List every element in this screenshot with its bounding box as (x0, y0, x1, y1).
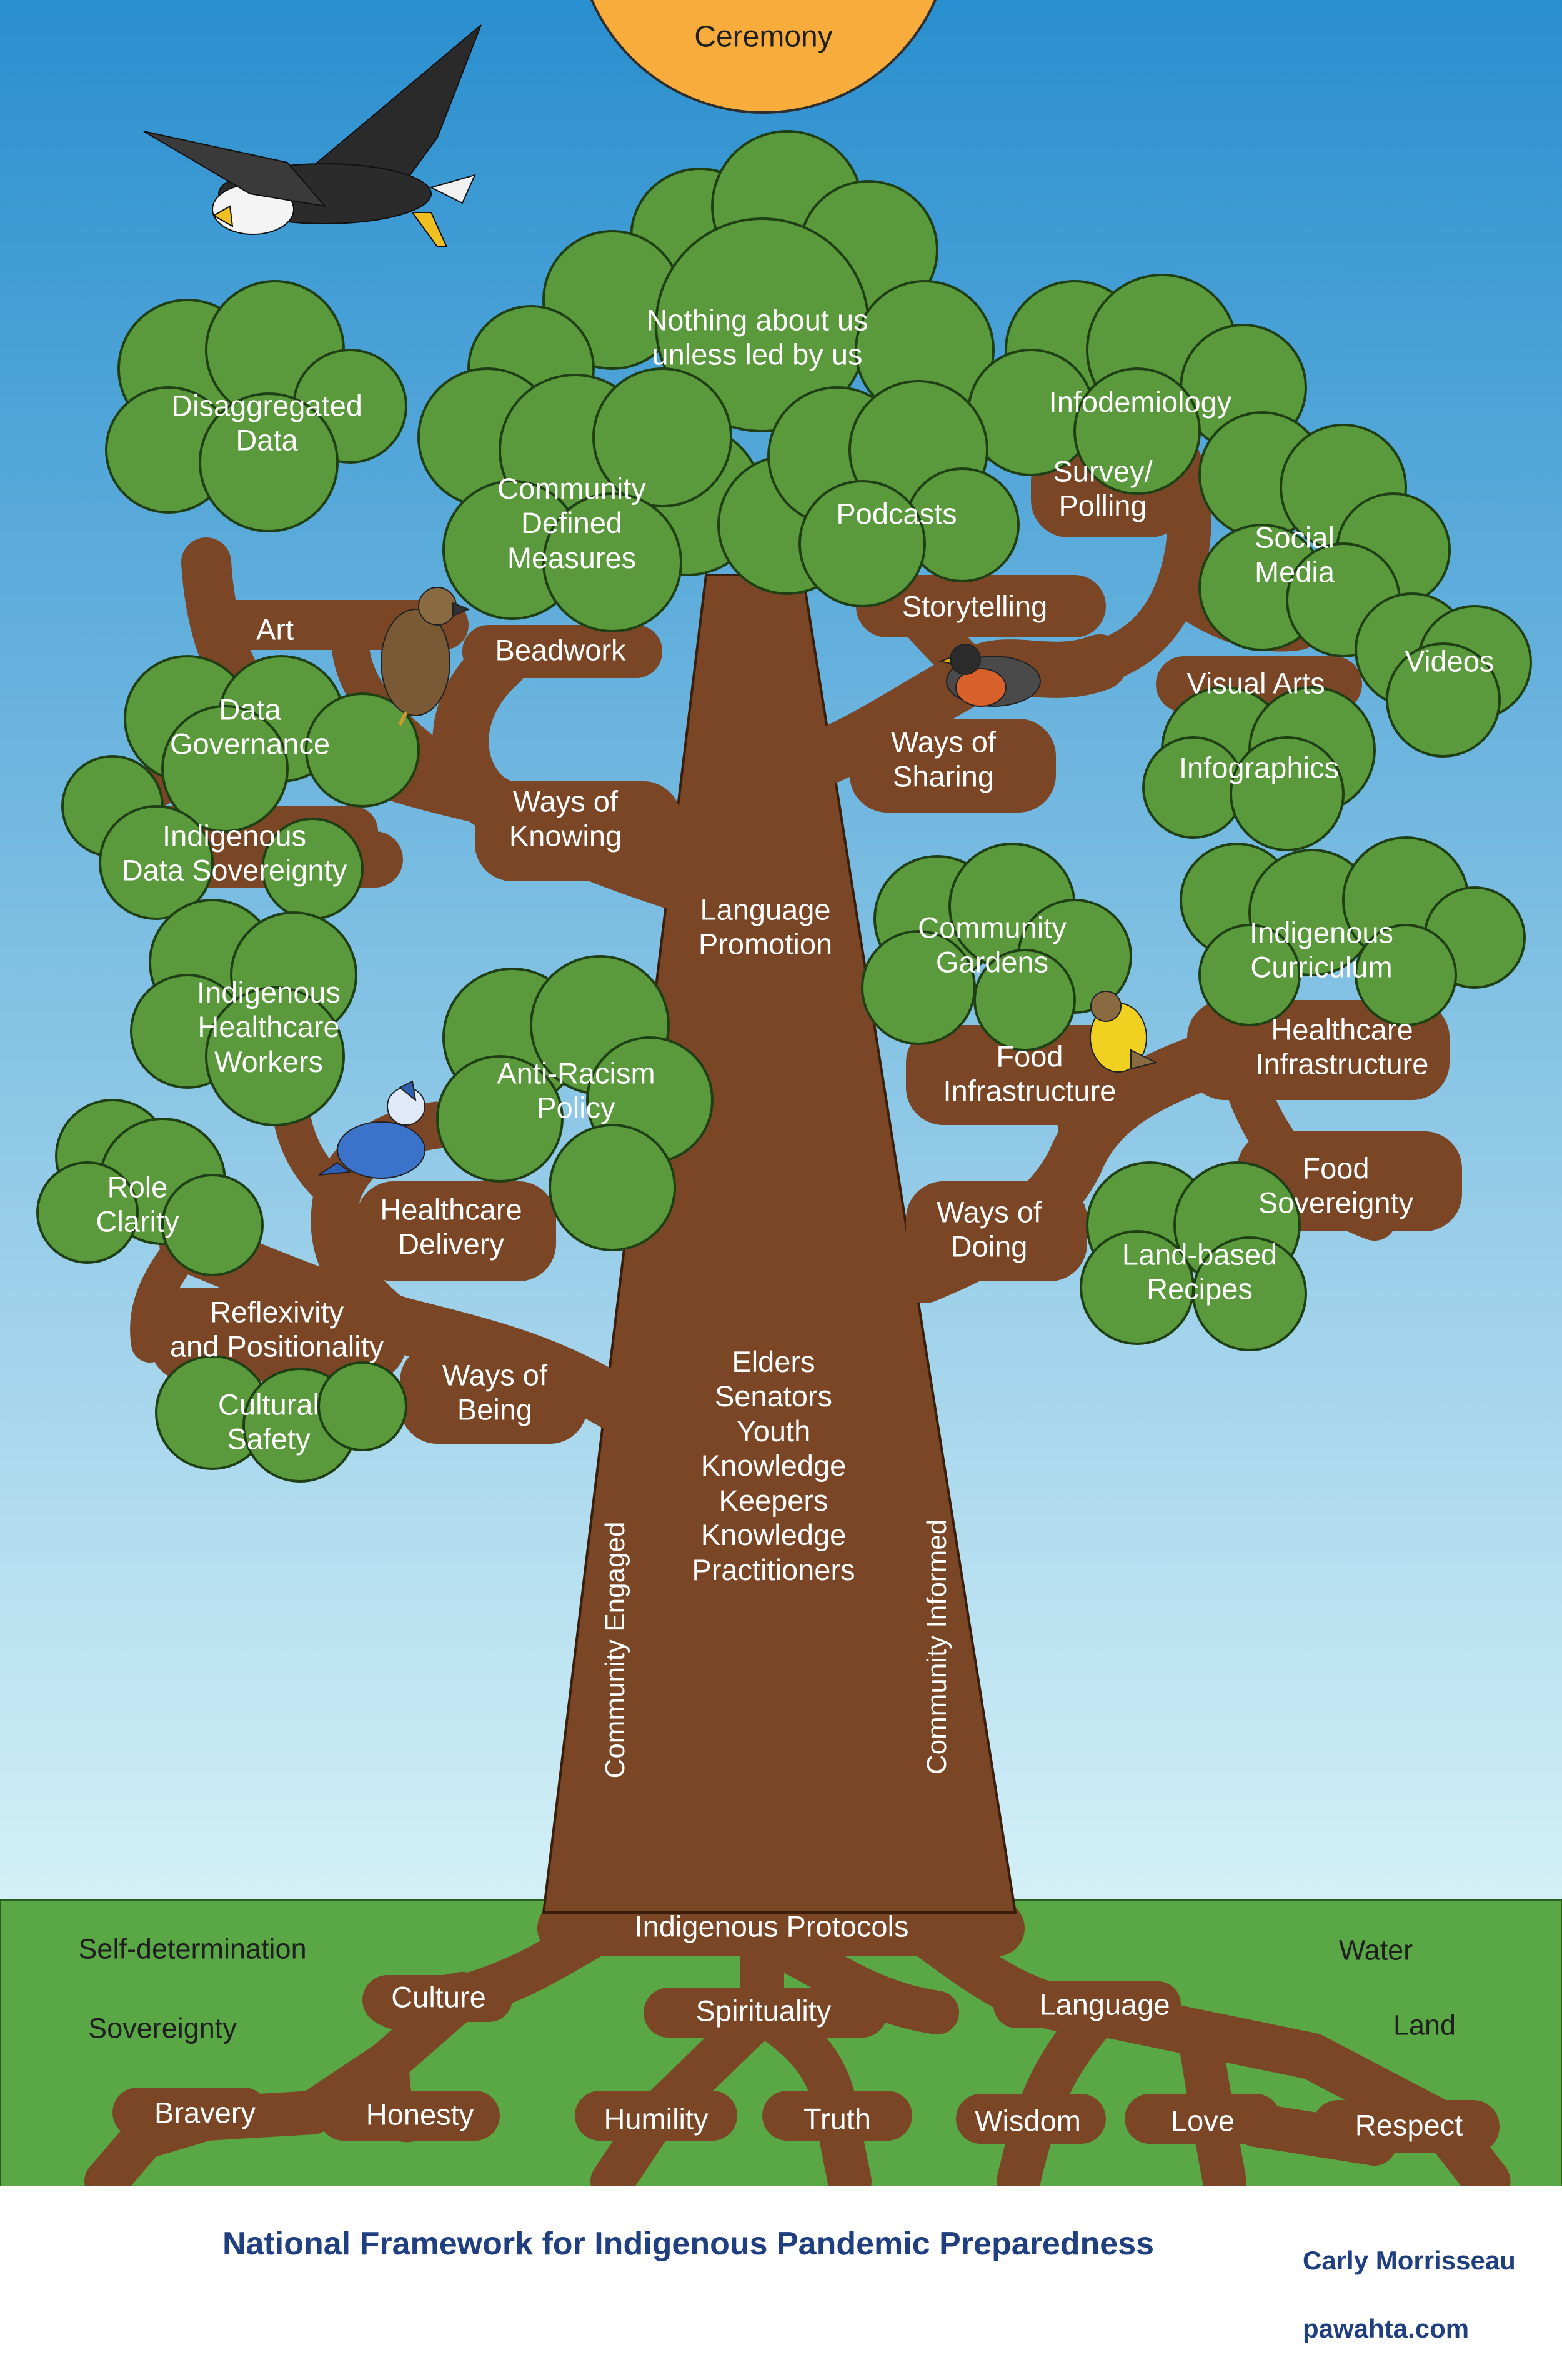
root-wisdom: Wisdom (975, 2104, 1081, 2138)
branch-ways-of-sharing: Ways of Sharing (890, 725, 997, 793)
leaf-role-clarity: Role Clarity (96, 1170, 179, 1238)
sun-label: Ceremony (694, 20, 833, 54)
leaf-infodemiology: Infodemiology (1048, 385, 1232, 419)
leaf-cultural-safety: Cultural Safety (218, 1388, 319, 1456)
branch-healthcare-delivery: Healthcare Delivery (380, 1192, 522, 1261)
ground-land: Land (1393, 2009, 1456, 2041)
leaf-land-based-recipes: Land-based Recipes (1122, 1238, 1278, 1306)
trunk-top-label: Language Promotion (698, 892, 833, 961)
footer-site[interactable]: pawahta.com (1303, 2313, 1470, 2343)
ground-water: Water (1338, 1934, 1413, 1966)
tree-illustration (0, 0, 1562, 2281)
root-love: Love (1171, 2104, 1235, 2138)
branch-food-infrastructure: Food Infrastructure (943, 1039, 1117, 1108)
root-humility: Humility (604, 2102, 709, 2136)
leaf-community-gardens: Community Gardens (918, 911, 1067, 979)
root-culture: Culture (391, 1980, 486, 2014)
branch-ways-of-knowing: Ways of Knowing (509, 784, 622, 852)
sun (590, 0, 937, 114)
ground-self-determination: Self-determination (78, 1932, 307, 1965)
root-truth: Truth (803, 2102, 871, 2136)
root-respect: Respect (1355, 2108, 1463, 2142)
leaf-anti-racism-policy: Anti-Racism Policy (497, 1056, 655, 1124)
crown-label: Nothing about us unless led by us (646, 303, 868, 371)
root-honesty: Honesty (366, 2098, 474, 2131)
branch-beadwork: Beadwork (495, 633, 626, 667)
branch-indigenous-data-sovereignty: Indigenous Data Sovereignty (121, 819, 347, 887)
robin-icon (938, 644, 1041, 707)
branch-ways-of-being: Ways of Being (442, 1358, 548, 1426)
footer (0, 2186, 1562, 2292)
branch-healthcare-infrastructure: Healthcare Infrastructure (1255, 1012, 1429, 1081)
leaf-podcasts: Podcasts (836, 497, 957, 531)
leaf-data-governance: Data Governance (169, 692, 331, 761)
leaf-community-defined-measures: Community Defined Measures (497, 471, 646, 574)
trunk-middle-label: Elders Senators Youth Knowledge Keepers … (692, 1344, 855, 1586)
branch-art: Art (256, 612, 294, 646)
branch-reflexivity-and-positionality: Reflexivity and Positionality (169, 1295, 384, 1363)
branch-visual-arts: Visual Arts (1186, 666, 1325, 700)
branch-ways-of-doing: Ways of Doing (936, 1195, 1042, 1263)
footer-title: National Framework for Indigenous Pandem… (222, 2226, 1155, 2262)
root-language: Language (1039, 1988, 1170, 2021)
footer-credit: Carly Morrisseau pawahta.com (1303, 2209, 1516, 2380)
root-bravery: Bravery (154, 2096, 256, 2129)
ground-sovereignty: Sovereignty (88, 2012, 237, 2044)
leaf-infographics: Infographics (1178, 751, 1340, 784)
trunk-right-side-label: Community Informed (922, 1519, 952, 1775)
leaf-disaggregated-data: Disaggregated Data (171, 389, 362, 457)
leaf-videos: Videos (1405, 644, 1495, 678)
trunk-left-side-label: Community Engaged (600, 1521, 630, 1779)
root-spirituality: Spirituality (695, 1994, 832, 2028)
hawk-icon (381, 587, 470, 726)
foliage (36, 130, 1532, 1482)
branch-storytelling: Storytelling (902, 589, 1048, 623)
root-main-label: Indigenous Protocols (634, 1909, 909, 1943)
branch-food-sovereignty: Food Sovereignty (1258, 1151, 1414, 1219)
leaf-social-media: Social Media (1254, 521, 1335, 589)
root-spirituality-bar (644, 1988, 887, 2038)
meadowlark-icon (1090, 991, 1158, 1072)
branch-survey-polling: Survey/ Polling (1053, 454, 1153, 522)
footer-author: Carly Morrisseau (1303, 2245, 1516, 2275)
leaf-indigenous-curriculum: Indigenous Curriculum (1250, 916, 1393, 984)
eagle-icon (143, 24, 482, 248)
leaf-indigenous-healthcare-workers: Indigenous Healthcare Workers (197, 975, 341, 1078)
blue-jay-icon (318, 1080, 425, 1179)
